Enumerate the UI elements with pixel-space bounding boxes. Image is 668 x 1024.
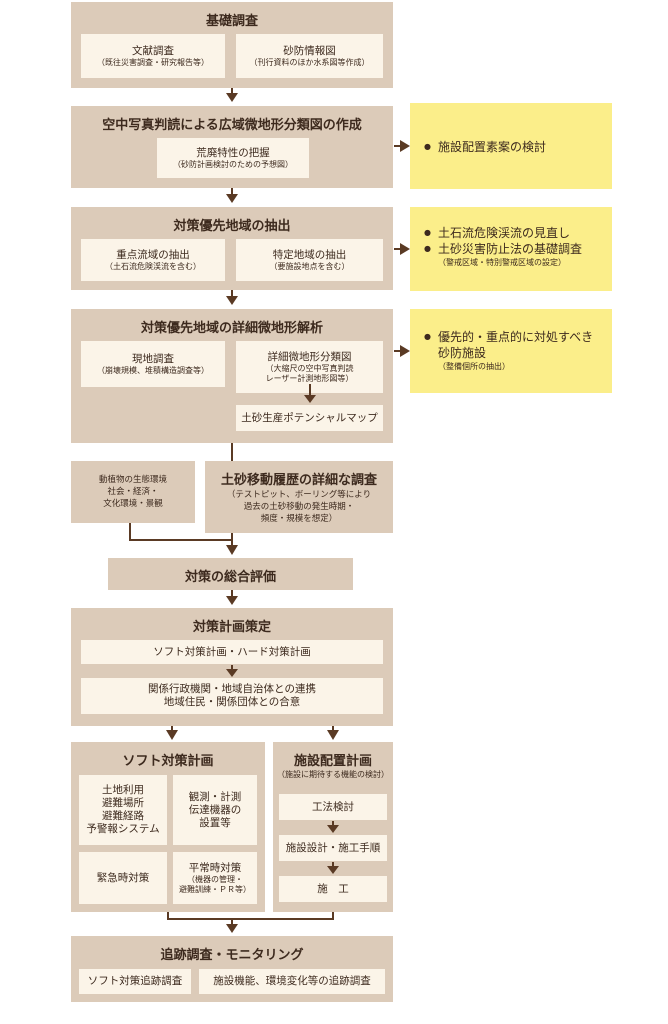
arrow-s9-s10 [226, 924, 238, 933]
key-basin-label: 重点流域の抽出 [116, 248, 190, 261]
arrow-s9-b-c [327, 866, 339, 874]
desolation-box: 荒廃特性の把握 （砂防計画検討のための予想図） [157, 138, 309, 178]
literature-survey-label: 文献調査 [132, 44, 174, 57]
monitoring-title: 追跡調査・モニタリング [160, 948, 304, 963]
arrow-s6-s7 [226, 596, 238, 605]
literature-survey-sub: （既往災害調査・研究報告等） [97, 57, 209, 67]
key-basin-sub: （土石流危険渓流を含む） [105, 261, 201, 271]
emergency-label: 緊急時対策 [96, 871, 150, 884]
micro-landform-map-label: 詳細微地形分類図 [267, 350, 352, 363]
aerial-photo-section: 空中写真判読による広域微地形分類図の作成 荒廃特性の把握 （砂防計画検討のための… [71, 106, 393, 188]
sabo-info-map-box: 砂防情報図 （刊行資料のほか水系図等作成） [236, 34, 383, 78]
arrow-note-3 [400, 345, 410, 357]
observation-box: 観測・計測 伝達機器の 設置等 [173, 775, 257, 845]
literature-survey-box: 文献調査 （既往災害調査・研究報告等） [81, 34, 225, 78]
construction-box: 施 工 [279, 876, 387, 902]
arrow-note-1 [400, 140, 410, 152]
soft-followup-box: ソフト対策追跡調査 [79, 969, 191, 994]
emergency-box: 緊急時対策 [79, 852, 167, 904]
note-sediment-law-item: 土砂災害防止法の基礎調査 [424, 241, 602, 257]
facility-plan-title: 施設配置計画 [293, 754, 372, 769]
facility-design-label: 施設設計・施工手順 [285, 841, 381, 854]
sabo-info-map-label: 砂防情報図 [283, 44, 336, 57]
priority-extraction-title: 対策優先地域の抽出 [173, 219, 291, 234]
normal-time-sub: （機器の管理・ 避難訓練・ＰＲ等） [179, 874, 251, 894]
soft-followup-label: ソフト対策追跡調査 [87, 975, 183, 987]
note-facility-draft-item: 施設配置素案の検討 [424, 139, 602, 155]
key-basin-box: 重点流域の抽出 （土石流危険渓流を含む） [81, 239, 225, 281]
note-sediment-law-sub: （警戒区域・特別警戒区域の設定） [438, 258, 566, 267]
normal-time-box: 平常時対策 （機器の管理・ 避難訓練・ＰＲ等） [173, 852, 257, 904]
construction-label: 施 工 [317, 882, 349, 895]
facility-design-box: 施設設計・施工手順 [279, 835, 387, 861]
soft-plan-title: ソフト対策計画 [122, 754, 214, 769]
merge-line-s5 [129, 523, 232, 541]
arrow-note-2 [400, 243, 410, 255]
overall-evaluation-title: 対策の総合評価 [184, 570, 276, 585]
note-priority-facility-item: 優先的・重点的に対処すべき砂防施設 [424, 329, 600, 361]
merge-line-s8-s9 [167, 912, 334, 920]
arrow-s3-s4 [226, 296, 238, 305]
normal-time-label: 平常時対策 [188, 861, 242, 874]
note-priority-facility-sub: （整備個所の抽出） [438, 362, 510, 371]
soft-plan-section: ソフト対策計画 土地利用 避難場所 避難経路 予警報システム 観測・計測 伝達機… [71, 742, 265, 912]
field-survey-sub: （崩壊規模、堆積構造調査等） [97, 365, 209, 375]
sediment-history-section: 土砂移動履歴の詳細な調査 （テストピット、ボーリング等により 過去の土砂移動の発… [205, 461, 393, 533]
aerial-photo-title: 空中写真判読による広域微地形分類図の作成 [102, 118, 362, 133]
basic-survey-title: 基礎調査 [205, 14, 258, 29]
method-review-label: 工法検討 [312, 800, 354, 813]
priority-extraction-section: 対策優先地域の抽出 重点流域の抽出 （土石流危険渓流を含む） 特定地域の抽出 （… [71, 207, 393, 290]
micro-landform-map-sub: （大縮尺の空中写真判読 レーザー計測地形図等） [265, 363, 354, 383]
note-priority-facility: 優先的・重点的に対処すべき砂防施設 （整備個所の抽出） [410, 309, 612, 393]
sediment-potential-map-box: 土砂生産ポテンシャルマップ [236, 405, 383, 431]
arrow-s1-s2 [226, 93, 238, 102]
environment-box: 動植物の生態環境 社会・経済・ 文化環境・景観 [71, 461, 195, 523]
facility-plan-sub: （施設に期待する機能の検討） [277, 770, 389, 779]
arrow-s9-a-b [327, 825, 339, 833]
specific-area-box: 特定地域の抽出 （要施設地点を含む） [236, 239, 383, 281]
specific-area-label: 特定地域の抽出 [272, 248, 347, 261]
arrow-s5-s6 [226, 545, 238, 555]
note-facility-draft: 施設配置素案の検討 [410, 103, 612, 189]
facility-followup-label: 施設機能、環境変化等の追跡調査 [213, 975, 371, 987]
soft-hard-plan-box: ソフト対策計画・ハード対策計画 [81, 640, 383, 664]
sediment-potential-map-label: 土砂生産ポテンシャルマップ [241, 411, 378, 424]
field-survey-box: 現地調査 （崩壊規模、堆積構造調査等） [81, 341, 225, 387]
note-debris-flow-item: 土石流危険渓流の見直し [424, 225, 602, 241]
field-survey-label: 現地調査 [132, 352, 174, 365]
soft-hard-plan-label: ソフト対策計画・ハード対策計画 [153, 645, 311, 658]
land-use-box: 土地利用 避難場所 避難経路 予警報システム [79, 775, 167, 845]
desolation-sub: （砂防計画検討のための予想図） [173, 159, 293, 169]
coordination-box: 関係行政機関・地域自治体との連携 地域住民・関係団体との合意 [81, 678, 383, 714]
countermeasure-planning-title: 対策計画策定 [192, 620, 271, 635]
basic-survey-section: 基礎調査 文献調査 （既往災害調査・研究報告等） 砂防情報図 （刊行資料のほか水… [71, 2, 393, 88]
method-review-box: 工法検討 [279, 794, 387, 820]
sabo-info-map-sub: （刊行資料のほか水系図等作成） [249, 57, 370, 67]
coordination-label: 関係行政機関・地域自治体との連携 地域住民・関係団体との合意 [148, 683, 316, 708]
arrow-s7-s8 [166, 730, 178, 740]
land-use-label: 土地利用 避難場所 避難経路 予警報システム [86, 784, 160, 835]
sediment-history-title: 土砂移動履歴の詳細な調査 [220, 473, 377, 488]
monitoring-section: 追跡調査・モニタリング ソフト対策追跡調査 施設機能、環境変化等の追跡調査 [71, 936, 393, 1002]
specific-area-sub: （要施設地点を含む） [269, 261, 350, 271]
arrow-s7-s9 [327, 730, 339, 740]
facility-followup-box: 施設機能、環境変化等の追跡調査 [199, 969, 385, 994]
observation-label: 観測・計測 伝達機器の 設置等 [188, 790, 242, 829]
arrow-map [304, 395, 316, 403]
arrow-s7-inner [226, 669, 238, 677]
detailed-analysis-title: 対策優先地域の詳細微地形解析 [140, 321, 323, 336]
arrow-s2-s3 [226, 194, 238, 203]
desolation-label: 荒廃特性の把握 [196, 146, 270, 159]
note-debris-flow: 土石流危険渓流の見直し 土砂災害防止法の基礎調査 （警戒区域・特別警戒区域の設定… [410, 207, 612, 291]
sediment-history-sub: （テストピット、ボーリング等により 過去の土砂移動の発生時期・ 頻度・規模を想定… [226, 490, 372, 524]
environment-label: 動植物の生態環境 社会・経済・ 文化環境・景観 [98, 475, 167, 509]
overall-evaluation-section: 対策の総合評価 [108, 558, 353, 590]
